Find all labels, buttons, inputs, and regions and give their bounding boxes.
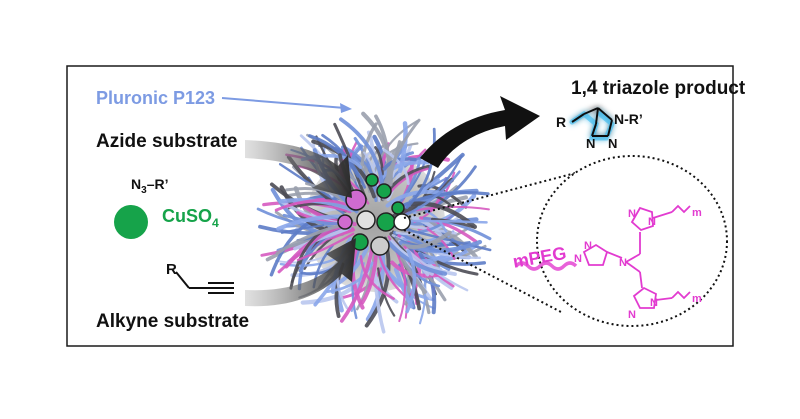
product-n2-label: N [608, 136, 617, 151]
zoom-circle [536, 155, 728, 327]
polymer-strand [336, 245, 369, 285]
product-n-r-label: N-R’ [614, 111, 643, 127]
copper-sphere [393, 213, 411, 231]
ligand-center-n: N [619, 257, 627, 269]
alkyne-arrow [245, 238, 356, 307]
polymer-strand [396, 190, 490, 210]
ligand-n-c: N [628, 208, 636, 220]
tbta-ligand [514, 204, 691, 309]
polymer-strand [399, 170, 461, 219]
polymer-strand [308, 134, 360, 178]
ligand-n-a: N [584, 240, 592, 252]
product-title: 1,4 triazole product [571, 78, 746, 99]
azide-arrow [245, 140, 352, 198]
zoom-line-top [403, 169, 588, 219]
polymer-strand [374, 146, 384, 176]
polymer-strand [339, 117, 385, 193]
alkyne-r-label: R [166, 261, 177, 278]
polymer-strand [405, 249, 417, 314]
cuso4-main: CuSO [162, 206, 213, 226]
copper-sphere [391, 201, 405, 215]
ligand-m-upper: m [692, 207, 702, 219]
copper-sphere [370, 236, 390, 256]
product-n3-label: N [586, 136, 595, 151]
polymer-strand [377, 267, 396, 317]
polymer-strand [282, 213, 341, 226]
polymer-strand [426, 228, 456, 260]
product-triazole [569, 107, 616, 141]
pluronic-pointer-line [221, 97, 346, 109]
polymer-strand [405, 127, 436, 209]
ligand-labels: N N N N N N N m m [574, 207, 702, 321]
ligand-m-lower: m [692, 293, 702, 305]
ligand-n-f: N [650, 297, 658, 309]
ligand-n-b: N [574, 253, 582, 265]
copper-sphere [365, 173, 379, 187]
ligand-n-e: N [628, 309, 636, 321]
pluronic-label: Pluronic P123 [96, 88, 216, 108]
copper-sphere [356, 210, 376, 230]
cuso4-label: CuSO4 [162, 206, 219, 230]
polymer-strand [423, 216, 492, 241]
cuso4-sub: 4 [212, 216, 219, 230]
copper-sphere [337, 214, 353, 230]
ligand-n-d: N [648, 216, 656, 228]
polymer-strand [348, 144, 364, 175]
polymer-strand [424, 193, 454, 208]
polymer-strand [296, 232, 355, 262]
polymer-strand [274, 199, 354, 212]
pluronic-pointer-head [340, 103, 352, 113]
alkyne-structure [175, 271, 234, 294]
cuso4-dot [114, 205, 148, 239]
alkyne-label: Alkyne substrate [96, 311, 250, 332]
azide-formula: N3–R’ [131, 176, 168, 196]
polymer-strand [359, 255, 395, 300]
polymer-strand [280, 224, 325, 234]
copper-sphere [376, 183, 392, 199]
polymer-strand [276, 214, 347, 231]
product-r-label: R [556, 114, 566, 130]
copper-sphere [376, 212, 396, 232]
polymer-strand [342, 145, 380, 191]
polymer-strand [401, 230, 452, 249]
polymer-strand [397, 121, 408, 174]
product-arrow [420, 96, 540, 168]
polymer-strand [418, 212, 457, 234]
azide-label: Azide substrate [96, 131, 238, 152]
polymer-strand [378, 160, 430, 182]
